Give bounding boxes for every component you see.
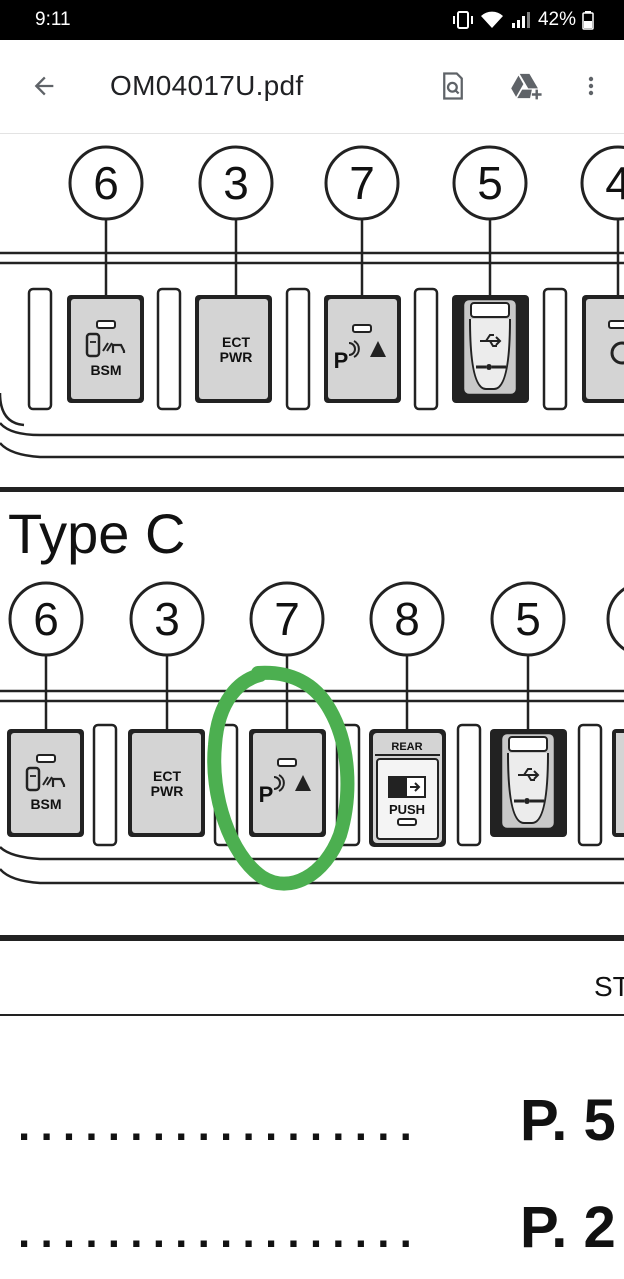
top-callout-7-label: 7: [349, 157, 375, 209]
document-title: OM04017U.pdf: [110, 70, 304, 101]
type-c-pwr-label: PWR: [151, 783, 184, 799]
top-callout-5-label: 5: [477, 157, 503, 209]
battery-icon: [582, 11, 594, 30]
top-callout-3: [198, 145, 274, 295]
top-callout-7: [324, 145, 400, 295]
add-to-drive-button[interactable]: [505, 64, 549, 108]
status-icons: 42%: [452, 8, 594, 32]
top-callout-4: [580, 145, 624, 295]
type-c-ect-pwr-switch: ECT PWR: [128, 729, 205, 837]
top-usb-port: [452, 295, 529, 403]
status-bar: 9:11 42%: [0, 0, 624, 40]
type-c-heading: Type C: [8, 502, 185, 565]
status-time: 9:11: [35, 9, 71, 30]
type-c-callout-7-label: 7: [274, 593, 300, 645]
signal-icon: [511, 12, 530, 28]
app-bar: OM04017U.pdf: [0, 40, 624, 134]
top-ect-pwr-switch: ECT PWR: [195, 295, 272, 403]
top-partial-switch: [582, 295, 624, 403]
top-blank-slot: [285, 287, 311, 411]
type-c-callout-partial: [606, 587, 624, 651]
top-blank-slot: [542, 287, 568, 411]
section-divider: [0, 487, 624, 492]
type-c-callout-8-label: 8: [394, 593, 420, 645]
type-c-callout-6: [8, 581, 84, 731]
top-panel-diagram: 6 3 7 5 4 BSM ECT PWR: [0, 145, 624, 459]
type-c-callout-7: [249, 581, 325, 731]
pdf-page-canvas: 6 3 7 5 4 BSM ECT PWR: [0, 145, 624, 1260]
drive-add-icon: [511, 73, 542, 100]
toc-entry[interactable]: . . . . . . . . . . . . . . . . . . P. 2: [18, 1195, 616, 1260]
push-label: PUSH: [389, 802, 425, 817]
more-options-button[interactable]: [569, 64, 613, 108]
type-c-callout-6-label: 6: [33, 593, 59, 645]
battery-percent: 42%: [537, 9, 576, 30]
type-c-ect-label: ECT: [153, 768, 181, 784]
type-c-callout-5-label: 5: [515, 593, 541, 645]
type-c-parking-label: P: [259, 782, 274, 807]
section-bottom-border: [0, 935, 624, 941]
type-c-callout-5: [490, 581, 566, 731]
type-c-callout-8: [369, 581, 445, 731]
top-ect-label: ECT: [222, 334, 250, 350]
top-bsm-switch: BSM: [67, 295, 144, 403]
top-callout-5: [452, 145, 528, 295]
type-c-rear-push-switch: REAR PUSH: [369, 729, 446, 847]
cut-off-label: ST: [594, 971, 624, 1002]
back-button[interactable]: [22, 64, 66, 108]
type-c-blank-slot: [92, 723, 118, 847]
toc-page-ref: P. 5: [520, 1088, 616, 1153]
top-blank-slot: [27, 287, 53, 411]
top-blank-slot: [413, 287, 439, 411]
top-callout-3-label: 3: [223, 157, 249, 209]
toc-leader-dots: . . . . . . . . . . . . . . . . . .: [18, 1208, 411, 1257]
rear-label: REAR: [391, 741, 422, 753]
top-callout-4-label: 4: [605, 157, 624, 209]
search-document-icon: [443, 72, 463, 100]
toc-leader-dots: . . . . . . . . . . . . . . . . . .: [18, 1101, 411, 1150]
top-bsm-label: BSM: [90, 362, 121, 378]
top-pwr-label: PWR: [220, 349, 253, 365]
type-c-blank-slot: [456, 723, 482, 847]
more-vert-icon: [588, 76, 594, 96]
type-c-blank-slot: [577, 723, 603, 847]
type-c-bsm-label: BSM: [30, 796, 61, 812]
type-c-callout-3-label: 3: [154, 593, 180, 645]
wifi-icon: [480, 11, 503, 28]
type-c-usb-port: [490, 729, 567, 837]
top-parking-label: P: [334, 348, 349, 373]
vibrate-icon: [452, 11, 473, 29]
find-in-document-button[interactable]: [431, 64, 475, 108]
top-callout-6: [68, 145, 144, 295]
type-c-bsm-switch: BSM: [7, 729, 84, 837]
hand-drawn-highlight-circle: [207, 665, 355, 891]
toc-entry[interactable]: . . . . . . . . . . . . . . . . . . P. 5: [18, 1088, 616, 1153]
type-c-callout-3: [129, 581, 205, 731]
arrow-back-icon: [34, 76, 54, 96]
top-blank-slot: [156, 287, 182, 411]
type-c-parking-sensor-switch: P: [249, 729, 326, 837]
pdf-page-viewer[interactable]: 6 3 7 5 4 BSM ECT PWR: [0, 135, 624, 1279]
toc-page-ref: P. 2: [520, 1195, 616, 1260]
top-callout-6-label: 6: [93, 157, 119, 209]
top-parking-sensor-switch: P: [324, 295, 401, 403]
type-c-panel-diagram: 6 3 7 8 5 BSM ECT PWR: [0, 581, 624, 891]
